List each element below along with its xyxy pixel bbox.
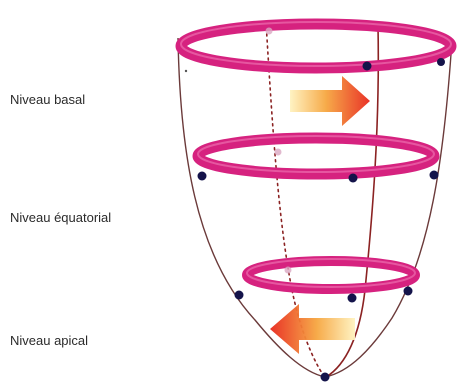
marker-apex	[320, 372, 330, 382]
small-speck	[184, 69, 188, 73]
dotted-axis-line	[265, 21, 325, 377]
label-basal-level: Niveau basal	[10, 92, 86, 107]
faint-marker-basal	[265, 27, 273, 35]
faint-marker-equatorial	[274, 148, 282, 156]
arrow-left-apical	[270, 304, 355, 354]
label-apical-level: Niveau apical	[10, 333, 89, 348]
marker-apical-mid	[347, 293, 357, 303]
marker-equatorial-left	[197, 171, 207, 181]
marker-apical-right	[403, 286, 413, 296]
marker-basal-right	[362, 61, 372, 71]
marker-equatorial-mid	[348, 173, 358, 183]
basal-ring	[175, 18, 457, 74]
label-equatorial-level: Niveau équatorial	[10, 210, 112, 225]
marker-basal-edge	[437, 58, 445, 66]
marker-apical-left	[234, 290, 244, 300]
equatorial-ring	[192, 132, 440, 180]
arrow-right-basal	[290, 76, 370, 126]
faint-marker-apical	[284, 266, 292, 274]
apical-ring	[242, 256, 420, 294]
marker-equatorial-right	[429, 170, 439, 180]
